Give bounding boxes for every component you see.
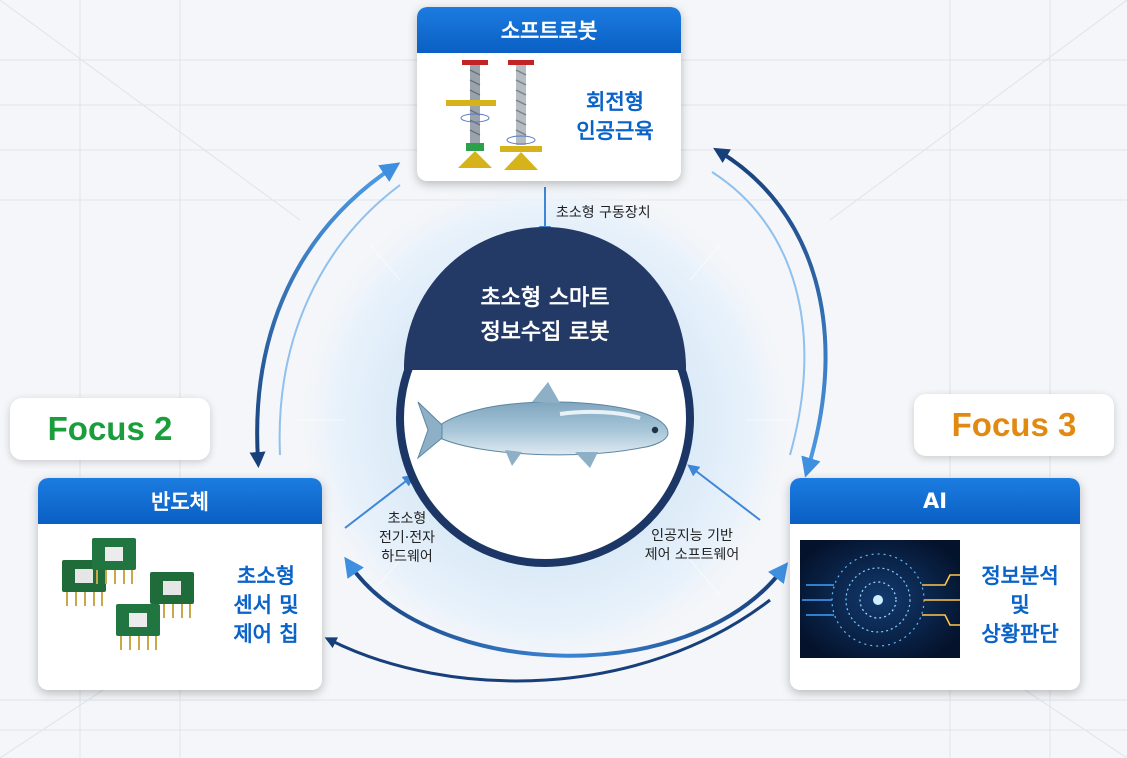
arc-bottom-outer	[324, 598, 771, 683]
label-top-to-center: 초소형 구동장치	[556, 205, 651, 221]
soft-robot-description: 회전형 인공근육	[576, 90, 654, 143]
fish-illustration	[416, 382, 669, 468]
arc-right-outer	[713, 147, 828, 478]
semiconductor-card-title: 반도체	[38, 478, 322, 524]
focus-3-badge: Focus 3	[914, 394, 1114, 456]
center-node	[396, 227, 694, 567]
arrow-right-to-center	[687, 464, 761, 521]
focus-2-badge: Focus 2	[10, 398, 210, 460]
arc-left-inner	[278, 184, 401, 456]
label-right-to-center: 인공지능 기반 제어 소프트웨어	[644, 528, 740, 563]
soft-robot-card-title: 소프트로봇	[417, 7, 681, 53]
center-title: 초소형 스마트 정보수집 로봇	[480, 286, 610, 345]
semiconductor-description: 초소형 센서 및 제어 칩	[233, 564, 299, 646]
arc-right-inner	[711, 171, 806, 456]
ai-description: 정보분석 및 상황판단	[981, 564, 1059, 646]
arc-bottom-inner	[344, 556, 789, 658]
arrow-left-to-center	[344, 474, 415, 529]
ai-card-title: AI	[790, 478, 1080, 524]
label-left-to-center: 초소형 전기·전자 하드웨어	[379, 511, 435, 565]
arc-left-outer	[249, 162, 401, 468]
